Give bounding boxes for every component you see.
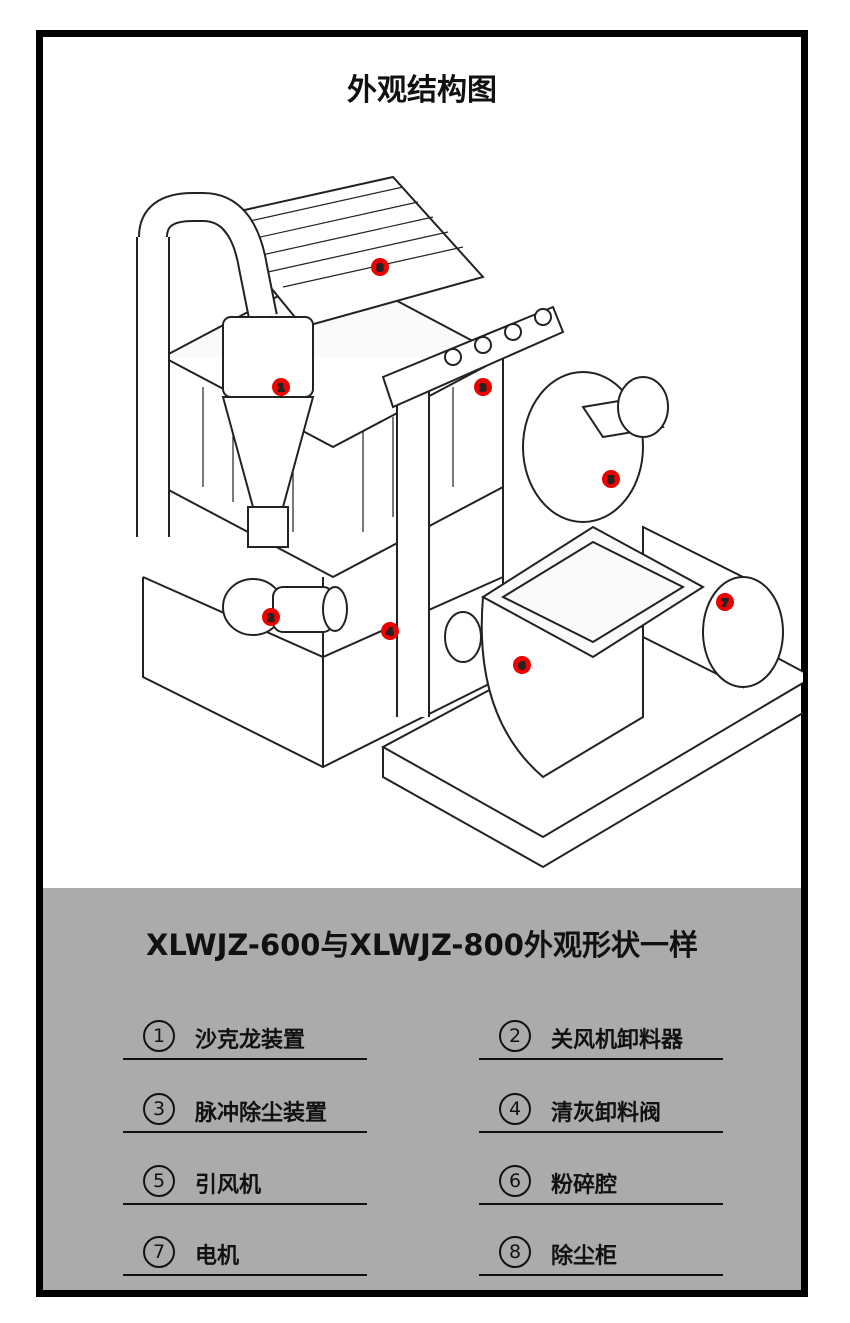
legend-label: 引风机 (195, 1173, 262, 1198)
legend-item: 4 清灰卸料阀 (479, 1091, 723, 1133)
legend-item: 1 沙克龙装置 (123, 1018, 367, 1060)
legend-item: 6 粉碎腔 (479, 1163, 723, 1205)
legend-number: 8 (499, 1236, 531, 1268)
model-note: XLWJZ-600与XLWJZ-800外观形状一样 (146, 928, 698, 962)
pulse-manifold (381, 305, 565, 409)
pipes (136, 192, 430, 717)
legend-label: 除尘柜 (551, 1244, 618, 1269)
legend-item: 8 除尘柜 (479, 1234, 723, 1276)
crushing-chamber (444, 525, 705, 779)
svg-text:5: 5 (608, 475, 615, 486)
legend-panel: XLWJZ-600与XLWJZ-800外观形状一样 1 沙克龙装置 2 关风机卸料器… (43, 888, 801, 1290)
poster-frame: 外观结构图 (36, 30, 808, 1297)
legend-label: 粉碎腔 (551, 1173, 618, 1198)
legend-label: 沙克龙装置 (195, 1028, 306, 1053)
marker-1: 1 (272, 378, 290, 396)
svg-text:1: 1 (278, 383, 285, 394)
marker-2: 2 (262, 608, 280, 626)
legend-item: 2 关风机卸料器 (479, 1018, 723, 1060)
machine-illustration: 1 2 3 4 5 6 7 8 (136, 175, 803, 869)
marker-4: 4 (381, 622, 399, 640)
svg-text:6: 6 (519, 661, 526, 672)
page-title: 外观结构图 (347, 73, 497, 108)
legend-number: 6 (499, 1165, 531, 1197)
induced-fan (522, 371, 669, 523)
legend-item: 7 电机 (123, 1234, 367, 1276)
rotary-valve (222, 578, 348, 636)
legend-number: 1 (143, 1020, 175, 1052)
legend-number: 5 (143, 1165, 175, 1197)
legend-label: 关风机卸料器 (551, 1028, 684, 1053)
legend-item: 5 引风机 (123, 1163, 367, 1205)
marker-5: 5 (602, 470, 620, 488)
legend-item: 3 脉冲除尘装置 (123, 1091, 367, 1133)
legend-label: 脉冲除尘装置 (195, 1101, 328, 1126)
legend-label: 电机 (195, 1244, 240, 1269)
legend-number: 2 (499, 1020, 531, 1052)
marker-3: 3 (474, 378, 492, 396)
marker-6: 6 (513, 656, 531, 674)
marker-7: 7 (716, 593, 734, 611)
marker-8: 8 (371, 258, 389, 276)
legend-number: 7 (143, 1236, 175, 1268)
svg-text:2: 2 (268, 613, 275, 624)
cyclone (221, 316, 315, 548)
legend-number: 3 (143, 1093, 175, 1125)
svg-text:4: 4 (387, 627, 394, 638)
legend-label: 清灰卸料阀 (551, 1101, 662, 1126)
svg-text:7: 7 (722, 598, 729, 609)
svg-text:3: 3 (480, 383, 487, 394)
legend-number: 4 (499, 1093, 531, 1125)
svg-text:8: 8 (377, 263, 384, 274)
